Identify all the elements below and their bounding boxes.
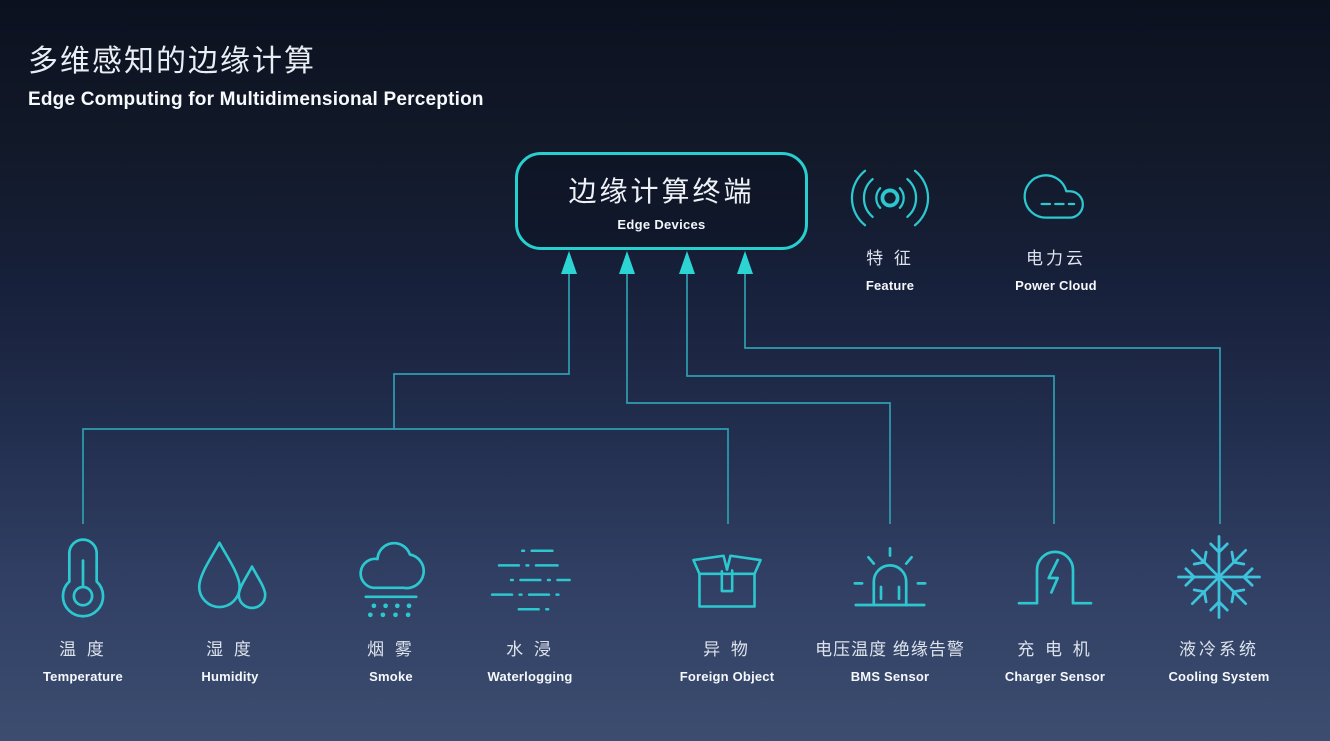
smoke-cloud-icon xyxy=(346,531,436,623)
arrow-up-icon xyxy=(561,251,577,274)
sensor-label-zh: 湿 度 xyxy=(206,640,254,659)
sensor-label-en: Humidity xyxy=(201,669,259,684)
node-foreign-object: 异 物 Foreign Object xyxy=(617,531,837,684)
sensor-label-zh: 异 物 xyxy=(703,640,751,659)
sensor-label-zh: 液冷系统 xyxy=(1179,640,1259,659)
snowflake-icon xyxy=(1173,531,1265,623)
water-ripples-icon xyxy=(484,531,576,623)
sensor-label-en: Smoke xyxy=(369,669,413,684)
arrow-up-icon xyxy=(679,251,695,274)
cloud-icon xyxy=(1004,164,1108,232)
sensor-label-zh: 水 浸 xyxy=(506,640,554,659)
node-charger-sensor: 充 电 机 Charger Sensor xyxy=(945,531,1165,684)
edge-devices-node: 边缘计算终端 Edge Devices xyxy=(515,152,808,250)
page-subtitle: Edge Computing for Multidimensional Perc… xyxy=(28,89,484,110)
sensor-label-en: Charger Sensor xyxy=(1004,669,1106,684)
sensor-label-en: Cooling System xyxy=(1168,669,1270,684)
feature-label-zh: 特 征 xyxy=(866,249,914,268)
charging-pile-icon xyxy=(1010,531,1100,623)
sensor-label-zh: 烟 雾 xyxy=(367,640,415,659)
sensor-label-en: Foreign Object xyxy=(679,669,775,684)
open-box-icon xyxy=(684,531,770,623)
node-temperature: 温 度 Temperature xyxy=(0,531,193,684)
node-waterlogging: 水 浸 Waterlogging xyxy=(420,531,640,684)
alarm-beacon-icon xyxy=(845,531,935,623)
thermometer-icon xyxy=(42,531,124,623)
signal-waves-icon xyxy=(838,164,942,232)
node-cooling-system: 液冷系统 Cooling System xyxy=(1109,531,1329,684)
arrow-up-icon xyxy=(737,251,753,274)
power-cloud-label-en: Power Cloud xyxy=(1015,278,1097,293)
sensor-label-zh: 温 度 xyxy=(59,640,107,659)
sensor-label-en: BMS Sensor xyxy=(850,669,930,684)
sensor-label-en: Temperature xyxy=(43,669,123,684)
sensor-label-zh: 充 电 机 xyxy=(1017,640,1093,659)
node-smoke: 烟 雾 Smoke xyxy=(281,531,501,684)
droplets-icon xyxy=(186,531,274,623)
node-power-cloud: 电力云 Power Cloud xyxy=(956,164,1156,293)
node-bms-sensor: 电压温度 绝缘告警 BMS Sensor xyxy=(780,531,1000,684)
power-cloud-label-zh: 电力云 xyxy=(1026,249,1086,268)
sensor-label-zh: 电压温度 绝缘告警 xyxy=(815,640,965,659)
header: 多维感知的边缘计算 Edge Computing for Multidimens… xyxy=(28,36,484,111)
node-feature: 特 征 Feature xyxy=(790,164,990,293)
node-humidity: 湿 度 Humidity xyxy=(120,531,340,684)
feature-label-en: Feature xyxy=(865,278,915,293)
page-title: 多维感知的边缘计算 xyxy=(28,45,316,78)
edge-devices-label-en: Edge Devices xyxy=(617,217,706,232)
edge-devices-label-zh: 边缘计算终端 xyxy=(568,176,755,207)
sensor-label-en: Waterlogging xyxy=(487,669,573,684)
arrow-up-icon xyxy=(619,251,635,274)
